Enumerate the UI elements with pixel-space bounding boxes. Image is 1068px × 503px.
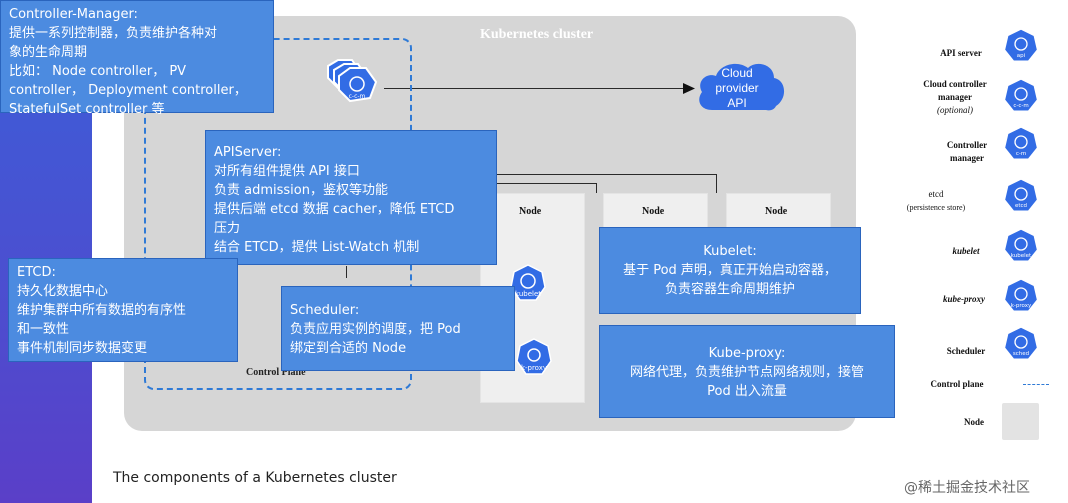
controller-manager-icon: c-m bbox=[1003, 126, 1039, 161]
wire-scheduler-down bbox=[346, 266, 347, 278]
wire-node-1-drop bbox=[477, 183, 597, 184]
scheduler-icon-label: sched bbox=[1013, 351, 1029, 357]
cluster-title: Kubernetes cluster bbox=[480, 27, 594, 42]
legend-scheduler-label: Scheduler bbox=[946, 346, 986, 356]
legend-control-plane-dash bbox=[1023, 384, 1049, 385]
apiserver-callout: APIServer: 对所有组件提供 API 接口 负责 admission，鉴… bbox=[205, 130, 497, 265]
cloud-provider-shape bbox=[699, 63, 785, 111]
kube-proxy-legend-icon: k-proxy bbox=[1003, 278, 1039, 313]
kubelet-icon: kubelet bbox=[510, 264, 546, 301]
wire-node-3-drop bbox=[716, 174, 717, 193]
legend-controller-manager-label: Controller manager bbox=[946, 140, 988, 163]
node-label-3: Node bbox=[765, 206, 788, 217]
node-label-2: Node bbox=[642, 206, 665, 217]
etcd-icon-label: etcd bbox=[1015, 203, 1027, 209]
kubelet-legend-icon: kubelet bbox=[1003, 228, 1039, 263]
kube-proxy-icon: k-proxy bbox=[516, 338, 552, 375]
c-c-m-icon-label: c-c-m bbox=[349, 93, 366, 100]
legend-api-server-label: API server bbox=[940, 48, 982, 58]
k-proxy-icon-label: k-proxy bbox=[521, 364, 547, 372]
wire-api-to-nodes bbox=[497, 174, 717, 175]
legend-node-swatch bbox=[1002, 403, 1039, 440]
node-label-1: Node bbox=[519, 206, 542, 217]
api-server-icon-label: api bbox=[1017, 53, 1026, 59]
node-box-3 bbox=[726, 193, 831, 233]
legend-kubelet-label: kubelet bbox=[952, 246, 980, 256]
scheduler-callout: Scheduler: 负责应用实例的调度，把 Pod 绑定到合适的 Node bbox=[281, 286, 515, 371]
legend-icons: api c-c-m c-m etcd kubelet k-proxy sched bbox=[1003, 28, 1039, 361]
wire-ccm-to-cloud bbox=[384, 88, 687, 89]
legend-control-plane-label: Control plane bbox=[930, 379, 984, 389]
etcd-callout: ETCD: 持久化数据中心 维护集群中所有数据的有序性 和一致性 事件机制同步数… bbox=[8, 258, 238, 362]
kube-proxy-legend-icon-label: k-proxy bbox=[1011, 303, 1032, 309]
legend-node-label: Node bbox=[964, 417, 984, 427]
control-plane-label: Control Plane bbox=[246, 367, 306, 378]
scheduler-icon: sched bbox=[1003, 326, 1039, 361]
kubelet-legend-icon-label: kubelet bbox=[1011, 253, 1032, 259]
kubelet-icon-label: kubelet bbox=[515, 290, 541, 298]
kubelet-callout: Kubelet: 基于 Pod 声明，真正开始启动容器， 负责容器生命周期维护 bbox=[599, 227, 861, 314]
legend-cloud-controller-label: Cloud controller manager (optional) bbox=[923, 79, 987, 115]
legend-kube-proxy-label: kube-proxy bbox=[943, 294, 985, 304]
controller-manager-callout: Controller-Manager: 提供一系列控制器，负责维护各种对 象的生… bbox=[0, 0, 274, 117]
api-server-icon: api bbox=[1003, 28, 1039, 63]
node-box-2 bbox=[603, 193, 708, 233]
figure-caption: The components of a Kubernetes cluster bbox=[113, 470, 397, 486]
etcd-icon: etcd bbox=[1003, 178, 1039, 213]
cloud-provider-label: Cloud provider API bbox=[715, 66, 759, 110]
kube-proxy-callout: Kube-proxy: 网络代理，负责维护节点网络规则，接管 Pod 出入流量 bbox=[599, 325, 895, 418]
controller-manager-icon-label: c-m bbox=[1016, 151, 1026, 157]
arrow-head-cloud bbox=[683, 83, 695, 94]
cloud-controller-manager-legend-icon-label: c-c-m bbox=[1013, 103, 1028, 109]
cloud-controller-manager-legend-icon: c-c-m bbox=[1003, 78, 1039, 113]
legend-etcd-label: etcd (persistence store) bbox=[906, 189, 966, 212]
wire-node-2-drop bbox=[596, 183, 597, 193]
watermark: @稀土掘金技术社区 bbox=[904, 480, 1030, 496]
cloud-controller-manager-icon: c-c-m bbox=[327, 59, 378, 103]
